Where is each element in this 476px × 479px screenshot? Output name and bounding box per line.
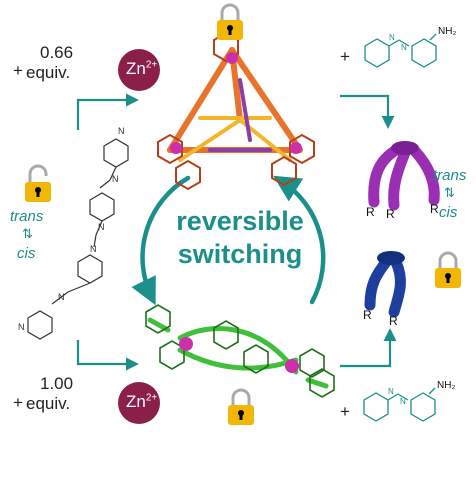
svg-text:N: N — [388, 387, 394, 396]
zinc-badge-top-label: Zn2+ — [126, 59, 158, 78]
r-group-label: R — [389, 314, 398, 328]
zinc-ion — [285, 359, 299, 373]
azobenzene-atom-labels: N N N N N N — [18, 126, 125, 332]
top-reagent-unit: equiv. — [26, 63, 71, 82]
lock-closed-icon — [217, 3, 243, 40]
right-equilibrium-arrows: ⇅ — [444, 185, 455, 200]
top-reagent-plus: + — [13, 61, 23, 80]
center-label-line1: reversible — [176, 206, 304, 236]
bottom-reagent-amount: 1.00 — [40, 374, 74, 393]
svg-text:N: N — [389, 33, 395, 42]
azo-top-amine: NH₂ — [438, 26, 457, 37]
right-trans-label: trans — [433, 167, 467, 184]
bottom-reagent-unit: equiv. — [26, 394, 71, 413]
svg-text:N: N — [90, 244, 97, 254]
lock-open-icon — [25, 164, 51, 202]
left-cis-label: cis — [17, 245, 36, 262]
center-label: reversible switching — [160, 208, 320, 268]
r-group-label: R — [386, 207, 395, 221]
azobenzene-ligand — [27, 138, 129, 340]
helicate-complex — [145, 304, 335, 398]
lock-closed-icon — [228, 388, 254, 425]
azo-n-labels: N N N N — [388, 33, 407, 406]
lock-closed-icon — [435, 251, 461, 288]
zinc-ion — [170, 142, 182, 154]
right-cis-label: cis — [439, 204, 458, 221]
r-group-label: R — [366, 205, 375, 219]
zinc-ion — [290, 142, 302, 154]
reversible-cycle-arrows — [131, 175, 326, 306]
zinc-ion — [226, 52, 238, 64]
tripod-azobenzene-host — [368, 141, 440, 211]
bottom-reagent-plus: + — [13, 393, 23, 412]
zinc-badge-bottom-label: Zn2+ — [126, 392, 158, 411]
azo-top-plus: + — [340, 47, 350, 66]
svg-text:N: N — [401, 43, 407, 52]
zinc-badge-top — [118, 49, 160, 91]
aminoazobenzene-top — [364, 33, 437, 68]
left-trans-label: trans — [10, 208, 44, 225]
svg-text:N: N — [118, 126, 125, 136]
left-equilibrium-arrows: ⇅ — [22, 226, 33, 241]
zinc-ion — [179, 337, 193, 351]
center-label-line2: switching — [177, 239, 303, 269]
svg-text:N: N — [98, 222, 105, 232]
azo-bottom-amine: NH₂ — [437, 380, 456, 391]
svg-text:N: N — [400, 397, 406, 406]
r-group-label: R — [363, 308, 372, 322]
aminoazobenzene-bottom — [363, 387, 436, 422]
svg-text:N: N — [58, 292, 65, 302]
zinc-badge-bottom — [118, 382, 160, 424]
r-group-label: R — [430, 202, 439, 216]
azo-bottom-plus: + — [340, 402, 350, 421]
top-reagent-amount: 0.66 — [40, 43, 74, 62]
svg-text:N: N — [112, 174, 119, 184]
flow-arrows — [76, 93, 397, 371]
tetrahedral-cage — [157, 31, 315, 191]
dimer-host — [364, 251, 406, 318]
svg-text:N: N — [18, 322, 25, 332]
